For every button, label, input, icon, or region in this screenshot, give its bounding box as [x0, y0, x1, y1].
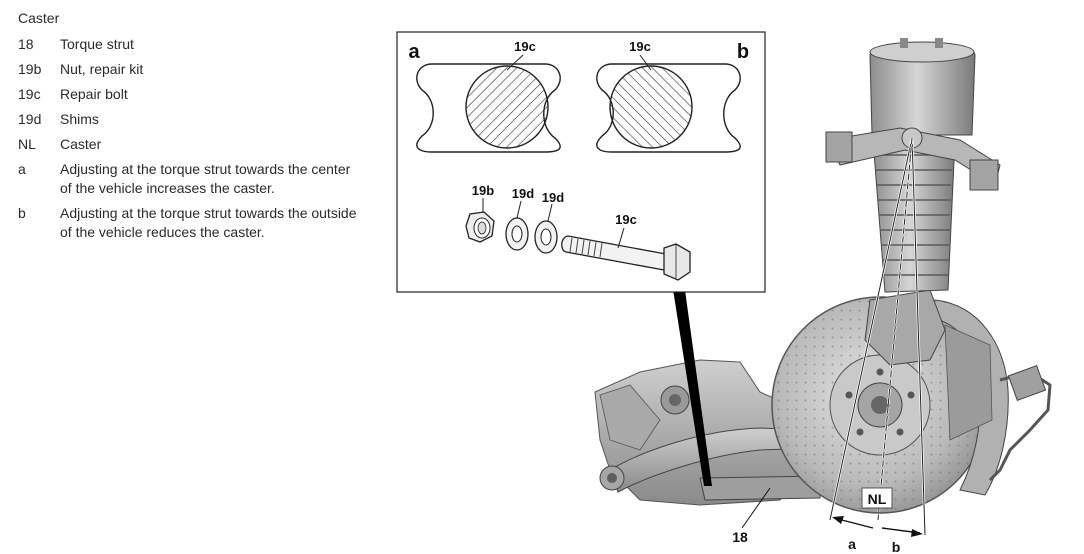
- caster-lines: [828, 137, 927, 536]
- nut: [465, 211, 495, 243]
- legend-text: Torque strut: [60, 36, 134, 52]
- legend-text: Shims: [60, 111, 99, 127]
- legend-item-repair-bolt: 19c Repair bolt: [18, 85, 358, 104]
- caster-direction-arrows: [832, 516, 923, 537]
- legend: Caster 18 Torque strut 19b Nut, repair k…: [18, 10, 358, 248]
- legend-key: 19c: [18, 86, 41, 102]
- detail-pointer: [672, 283, 712, 486]
- legend-key: 19b: [18, 61, 42, 77]
- shim-1: [505, 217, 529, 251]
- legend-key: b: [18, 205, 26, 221]
- dir-b-label: b: [892, 539, 901, 554]
- torque-strut-leader: [741, 487, 771, 529]
- legend-title: Caster: [18, 10, 60, 26]
- detail-box: a b 19c 19c 19b 19d 19d 19c: [396, 31, 766, 293]
- legend-key: NL: [18, 136, 36, 152]
- legend-key: 19d: [18, 111, 42, 127]
- bolt-section-b: [609, 65, 693, 149]
- panel-b-label: b: [737, 41, 749, 63]
- legend-item-b: b Adjusting at the torque strut towards …: [18, 204, 358, 242]
- legend-item-shims: 19d Shims: [18, 110, 358, 129]
- shim-1-label: 19d: [512, 186, 534, 201]
- legend-item-torque-strut: 18 Torque strut: [18, 35, 358, 54]
- legend-item-nut: 19b Nut, repair kit: [18, 60, 358, 79]
- legend-item-a: a Adjusting at the torque strut towards …: [18, 160, 358, 198]
- bolt-a-label: 19c: [514, 39, 536, 54]
- repair-bolt-label: 19c: [615, 212, 637, 227]
- legend-text: Repair bolt: [60, 86, 128, 102]
- legend-key: 18: [18, 36, 34, 52]
- legend-text: Adjusting at the torque strut towards th…: [60, 205, 357, 240]
- legend-text: Nut, repair kit: [60, 61, 144, 77]
- repair-bolt: [561, 235, 691, 281]
- torque-strut-label: 18: [732, 529, 748, 545]
- bolt-section-a: [465, 65, 549, 149]
- nut-label: 19b: [472, 183, 494, 198]
- panel-a-label: a: [408, 41, 420, 63]
- legend-key: a: [18, 161, 26, 177]
- dir-a-label: a: [848, 536, 856, 552]
- legend-text: Adjusting at the torque strut towards th…: [60, 161, 351, 196]
- bolt-b-label: 19c: [629, 39, 651, 54]
- shim-2-label: 19d: [542, 190, 564, 205]
- shim-2: [534, 220, 558, 254]
- legend-item-caster: NL Caster: [18, 135, 358, 154]
- legend-text: Caster: [60, 136, 102, 152]
- caster-label-box: [861, 487, 893, 509]
- caster-label: NL: [868, 491, 887, 507]
- suspension-assembly: [594, 38, 1052, 514]
